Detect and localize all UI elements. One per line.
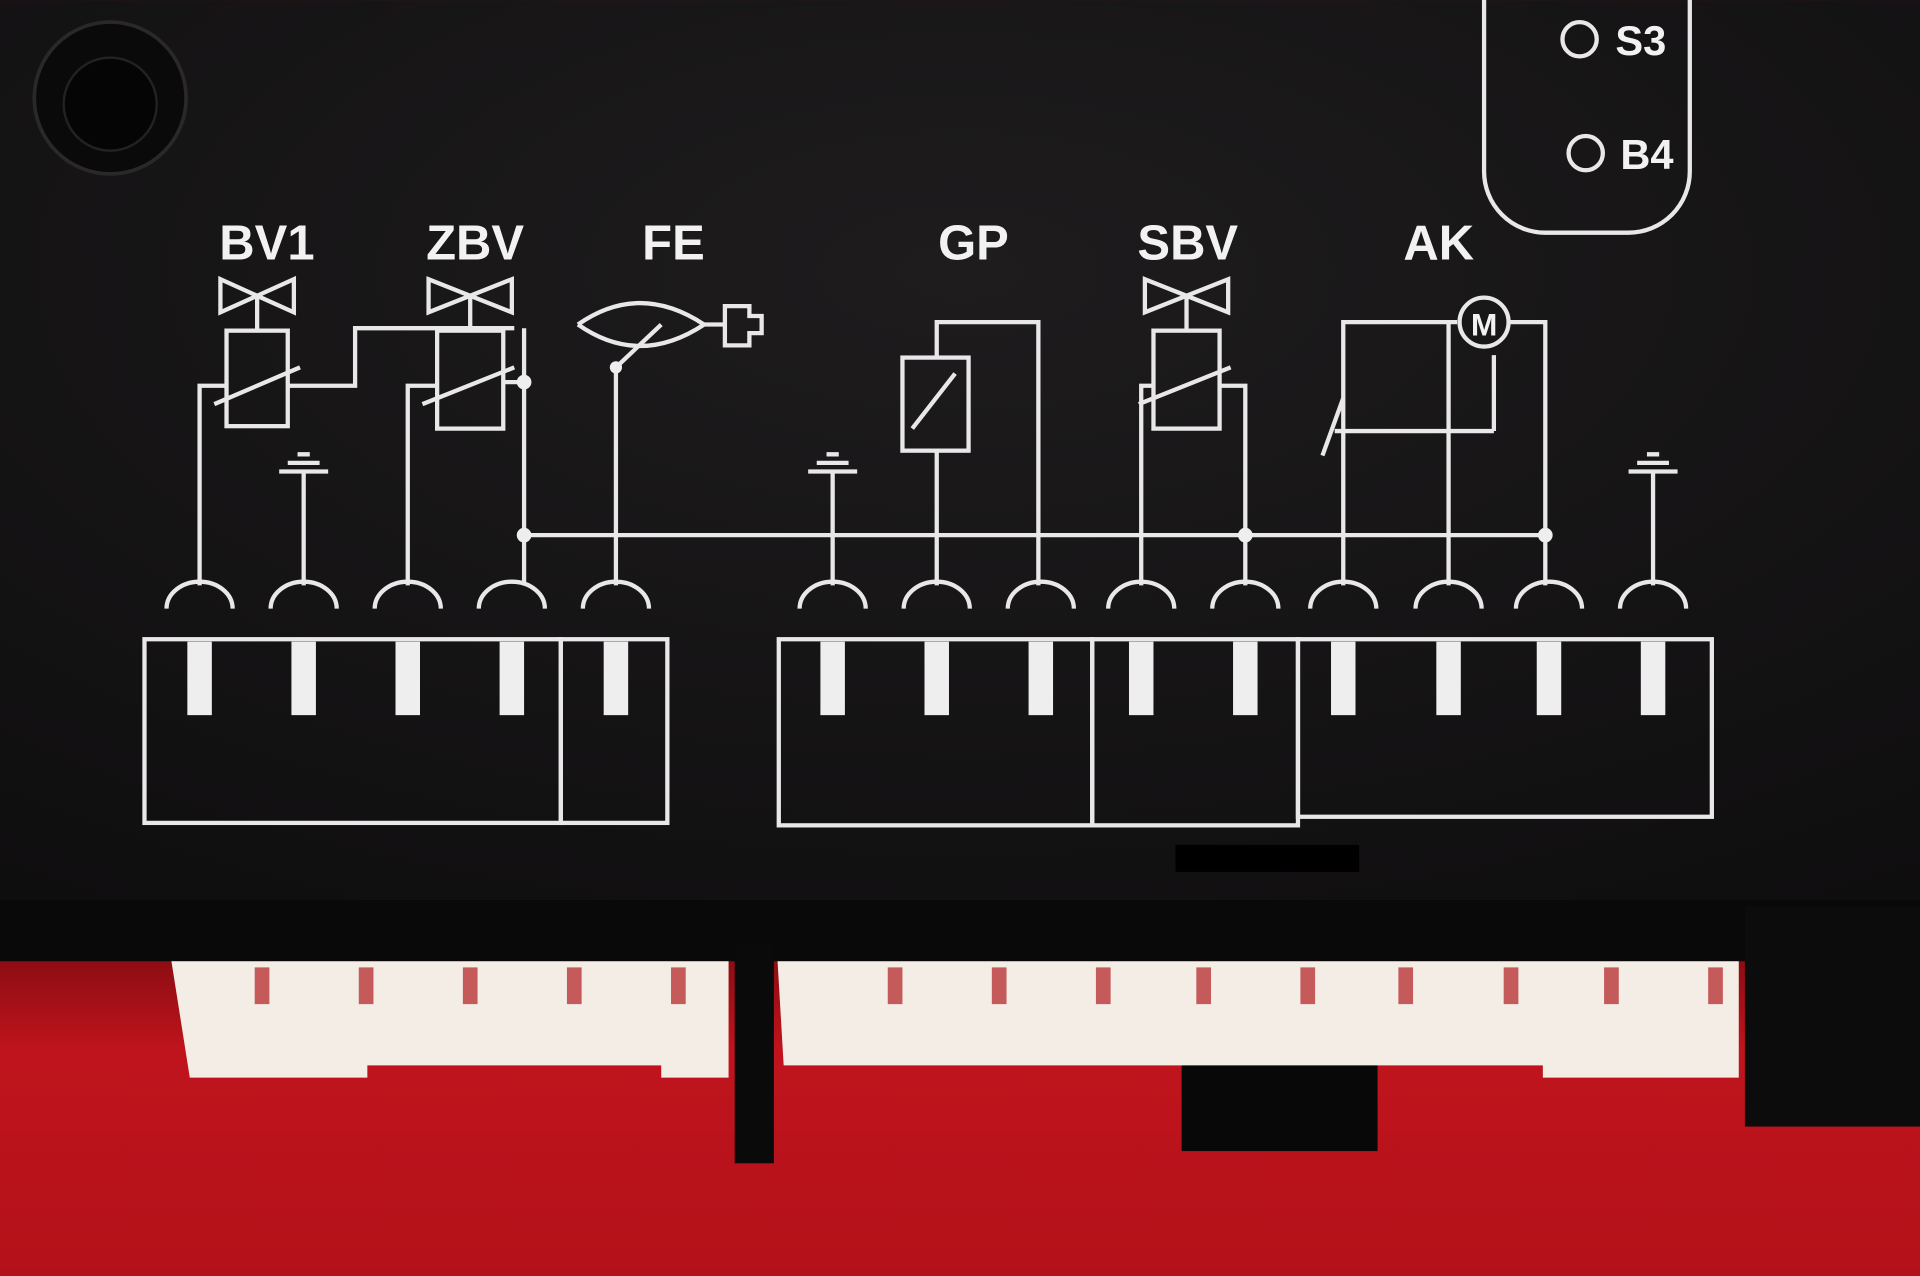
connector-contact — [1708, 967, 1723, 1005]
connector-contact — [887, 967, 903, 1005]
label-sbv: SBV — [1137, 217, 1238, 271]
terminal-pin — [1028, 641, 1054, 716]
terminal-pin — [1436, 641, 1461, 716]
connector-contact — [991, 967, 1007, 1005]
terminal-pin — [499, 641, 525, 716]
housing-panel — [0, 0, 1920, 907]
terminal-pin — [820, 641, 845, 716]
socket-arc — [164, 579, 235, 609]
terminal-blocks — [142, 637, 1714, 828]
socket-symbols — [164, 579, 1689, 609]
connector-contact — [254, 967, 270, 1005]
connector-contact — [1300, 967, 1316, 1005]
socket-arc — [580, 579, 652, 609]
label-ak: AK — [1403, 217, 1474, 271]
indicator-label-s3: S3 — [1615, 17, 1666, 64]
slot — [1175, 844, 1360, 872]
side-clip — [1744, 906, 1920, 1127]
connector-contact — [671, 967, 686, 1005]
terminal-pin — [1128, 641, 1154, 716]
tab — [1181, 1053, 1378, 1152]
led-s3-icon — [1560, 19, 1599, 59]
label-fe: FE — [642, 217, 705, 271]
label-bv1: BV1 — [219, 217, 314, 271]
socket-arc — [1513, 579, 1585, 609]
connector-contact — [566, 967, 582, 1005]
divider-post — [734, 942, 774, 1164]
label-gp: GP — [938, 217, 1009, 271]
terminal-pin — [1233, 641, 1258, 716]
terminal-pin — [603, 641, 629, 716]
connector-contact — [1503, 967, 1519, 1005]
socket-arc — [1210, 579, 1281, 609]
plug-right[interactable] — [777, 961, 1739, 1078]
socket-arc — [1413, 579, 1484, 609]
socket-arc — [901, 579, 972, 609]
socket-arc — [1617, 579, 1689, 609]
socket-arc — [268, 579, 339, 609]
motor-symbol: M — [1471, 307, 1498, 343]
connector-contact — [358, 967, 374, 1005]
label-zbv: ZBV — [426, 217, 524, 271]
connector-contact — [462, 967, 478, 1005]
connector-contact — [1196, 967, 1212, 1005]
connector-contact — [1095, 967, 1111, 1005]
housing-edge — [0, 900, 1920, 962]
plug-left[interactable] — [171, 961, 729, 1078]
terminal-pin — [187, 641, 212, 716]
wiring-diagram: M — [197, 275, 1678, 586]
terminal-pin — [1536, 641, 1562, 716]
connector-contact — [1604, 967, 1619, 1005]
terminal-pin — [395, 641, 420, 716]
socket-arc — [476, 579, 548, 609]
socket-arc — [1106, 579, 1177, 609]
socket-arc — [797, 579, 868, 609]
terminal-pin — [924, 641, 949, 716]
terminal-pin — [291, 641, 316, 716]
socket-arc — [372, 579, 443, 609]
indicator-label-b4: B4 — [1620, 131, 1673, 178]
terminal-pin — [1640, 641, 1666, 716]
led-b4-icon — [1566, 133, 1605, 173]
socket-arc — [1005, 579, 1077, 609]
plug-connectors — [171, 961, 1739, 1078]
connector-contact — [1398, 967, 1414, 1005]
screw — [32, 20, 188, 176]
indicator-capsule: S3 B4 — [1481, 0, 1692, 235]
terminal-pin — [1331, 641, 1356, 716]
socket-arc — [1308, 579, 1379, 609]
